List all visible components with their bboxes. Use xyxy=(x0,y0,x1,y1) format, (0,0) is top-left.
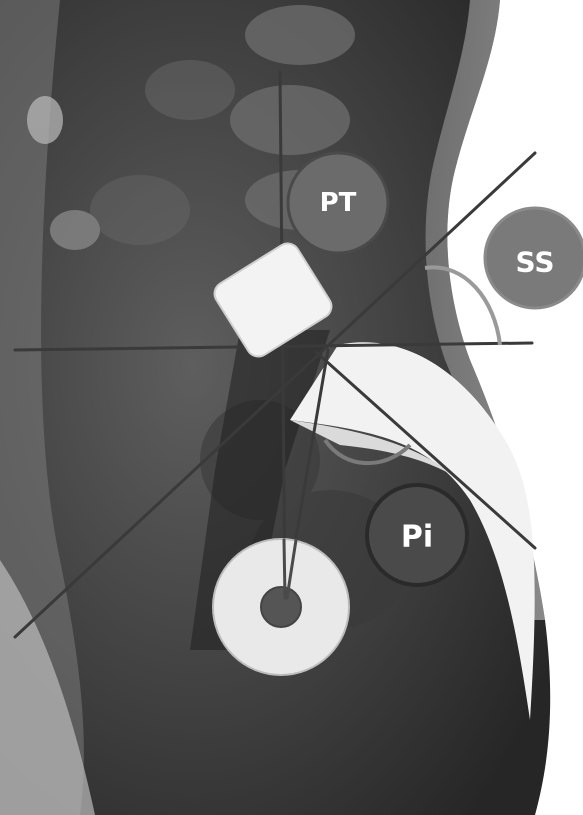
ss-label: SS xyxy=(515,246,554,279)
femoral-head-circle xyxy=(213,539,349,675)
pt-circle: PT xyxy=(288,153,388,253)
femoral-head-center xyxy=(261,587,301,627)
ss-circle: SS xyxy=(485,208,583,308)
pi-circle: Pi xyxy=(367,485,467,585)
pi-label: Pi xyxy=(401,520,433,555)
pt-label: PT xyxy=(320,188,357,218)
